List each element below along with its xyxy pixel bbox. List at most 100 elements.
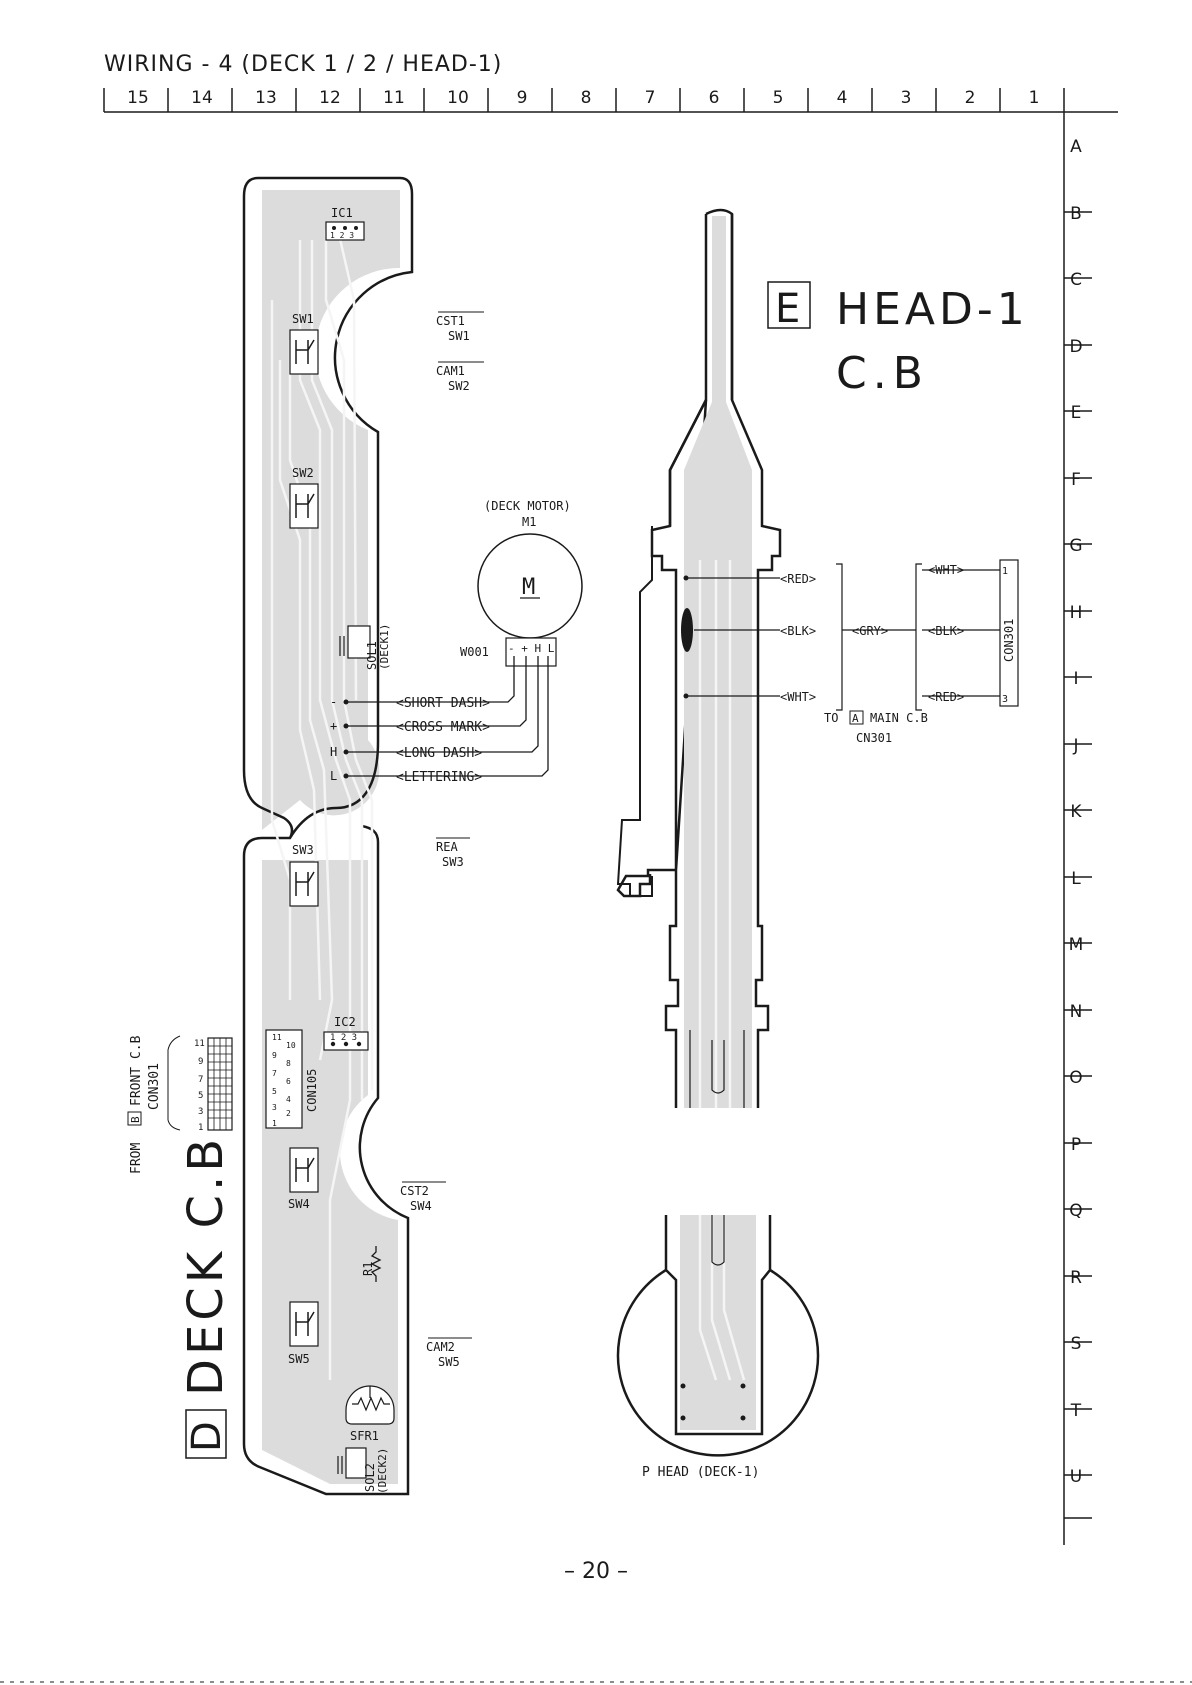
from-board: FRONT C.B	[129, 1035, 144, 1106]
con105-pin: 3	[272, 1103, 277, 1112]
row-letter: C	[1070, 270, 1082, 290]
note-cam2: CAM2	[426, 1340, 455, 1354]
sol1-sublabel: (DECK1)	[378, 624, 391, 670]
sfr1: SFR1	[345, 1385, 395, 1443]
front-pin: 1	[198, 1123, 203, 1133]
con105-pin: 2	[286, 1109, 291, 1118]
row-letter: L	[1071, 869, 1081, 889]
page-number: – 20 –	[564, 1559, 628, 1584]
ic2-pins: 1 2 3	[330, 1033, 357, 1043]
row-letter: P	[1070, 1135, 1082, 1155]
deck-board-letter: D	[184, 1421, 230, 1452]
con105-pin: 11	[272, 1033, 282, 1042]
sw2-label: SW2	[292, 466, 314, 480]
column-number: 15	[127, 88, 149, 108]
row-letter: O	[1069, 1068, 1083, 1088]
column-number: 11	[383, 88, 405, 108]
note-cam2-sw: SW5	[438, 1355, 460, 1369]
to-prefix: TO	[824, 711, 838, 725]
sw5-label: SW5	[288, 1352, 310, 1366]
wire-gry: <GRY>	[852, 624, 888, 638]
head-wire-wht: <WHT>	[780, 690, 816, 704]
column-number: 9	[516, 88, 528, 108]
column-number: 5	[772, 88, 784, 108]
column-number: 2	[964, 88, 976, 108]
column-number: 8	[580, 88, 592, 108]
board-pin-minus: -	[330, 695, 337, 709]
note-cst1: CST1	[436, 314, 465, 328]
deck-board-name: D DECK C.B	[178, 1135, 234, 1459]
sol2: SOL2 (DECK2)	[337, 1447, 389, 1494]
ic2: IC2 1 2 3	[323, 1015, 369, 1051]
row-letter: H	[1069, 603, 1083, 623]
sfr1-label: SFR1	[350, 1429, 379, 1443]
con105-pin: 7	[272, 1069, 277, 1078]
row-letter: E	[1070, 403, 1082, 423]
deck-motor: (DECK MOTOR) M1 M - + H L W001 <SHORT DA…	[346, 499, 583, 785]
row-letter: B	[1070, 204, 1082, 224]
from-con: CON301	[147, 1063, 162, 1110]
motor-pins: - + H L	[508, 642, 555, 655]
front-cb-connector: 11 9 7 5 3 1 FROM B FRONT C.B CON301	[127, 1035, 233, 1174]
column-number: 14	[191, 88, 213, 108]
note-cam1-sw: SW2	[448, 379, 470, 393]
board-pin-h: H	[330, 745, 337, 759]
sol1: SOL1 (DECK1)	[339, 624, 391, 670]
column-number: 6	[708, 88, 720, 108]
ic1: IC1 1 2 3	[325, 206, 365, 241]
row-letter: G	[1069, 536, 1083, 556]
row-letter: T	[1070, 1401, 1082, 1421]
switch-sw3: SW3	[289, 843, 319, 907]
column-number: 1	[1028, 88, 1040, 108]
grid-frame	[103, 88, 1118, 1545]
deck-board: IC1 1 2 3 SW1 SW2 SW3 SW4	[127, 176, 414, 1496]
column-number: 13	[255, 88, 277, 108]
con-wire-red: <RED>	[928, 690, 964, 704]
deck-board-edge	[242, 176, 414, 1496]
head-board: <RED> <BLK> <WHT> <GRY> <WHT> <BLK> <RED…	[616, 208, 1025, 1108]
row-letter: D	[1069, 337, 1083, 357]
sw3-label: SW3	[292, 843, 314, 857]
note-cam1: CAM1	[436, 364, 465, 378]
ic1-pins: 1 2 3	[330, 231, 354, 240]
wire-short-dash: <SHORT DASH>	[396, 696, 490, 711]
row-letter: J	[1073, 736, 1079, 756]
con105-pin: 4	[286, 1095, 291, 1104]
con105: 11 10 9 8 7 6 5 4 3 2 1 CON105	[265, 1029, 319, 1129]
ic2-label: IC2	[334, 1015, 356, 1029]
con105-pin: 10	[286, 1041, 296, 1050]
front-pin: 7	[198, 1075, 203, 1085]
from-label: FROM	[129, 1143, 144, 1174]
front-pin: 9	[198, 1057, 203, 1067]
sw4-label: SW4	[288, 1197, 310, 1211]
resistor-r1: R1	[361, 1246, 382, 1282]
wire-lettering: <LETTERING>	[396, 770, 482, 785]
note-cst2: CST2	[400, 1184, 429, 1198]
sw1-label: SW1	[292, 312, 314, 326]
wire-long-dash: <LONG DASH>	[396, 746, 482, 761]
row-letter: A	[1070, 137, 1082, 157]
note-rea: REA	[436, 840, 458, 854]
row-letter: S	[1070, 1334, 1082, 1354]
sol2-sublabel: (DECK2)	[376, 1448, 389, 1494]
switch-sw4: SW4	[288, 1147, 319, 1211]
column-number: 12	[319, 88, 341, 108]
board-pin-plus: +	[330, 719, 337, 733]
con105-label: CON105	[305, 1069, 319, 1112]
ic1-label: IC1	[331, 206, 353, 220]
to-box: A	[852, 712, 859, 725]
switch-notes: CST1 SW1 CAM1 SW2 REA SW3 CST2 SW4 CAM2 …	[400, 311, 484, 1369]
row-letter: M	[1068, 935, 1084, 955]
page-title: WIRING - 4 (DECK 1 / 2 / HEAD-1)	[104, 52, 503, 77]
to-con: CN301	[856, 731, 892, 745]
front-pin: 11	[194, 1039, 205, 1049]
row-letter: U	[1069, 1467, 1083, 1487]
switch-sw1: SW1	[289, 312, 319, 375]
row-letter: F	[1071, 470, 1081, 490]
switch-sw2: SW2	[289, 466, 319, 529]
head-wire-blk: <BLK>	[780, 624, 816, 638]
note-cst1-sw: SW1	[448, 329, 470, 343]
to-suffix: MAIN C.B	[870, 711, 928, 725]
from-box: B	[129, 1116, 142, 1123]
p-head: P HEAD (DECK-1)	[616, 1215, 820, 1480]
